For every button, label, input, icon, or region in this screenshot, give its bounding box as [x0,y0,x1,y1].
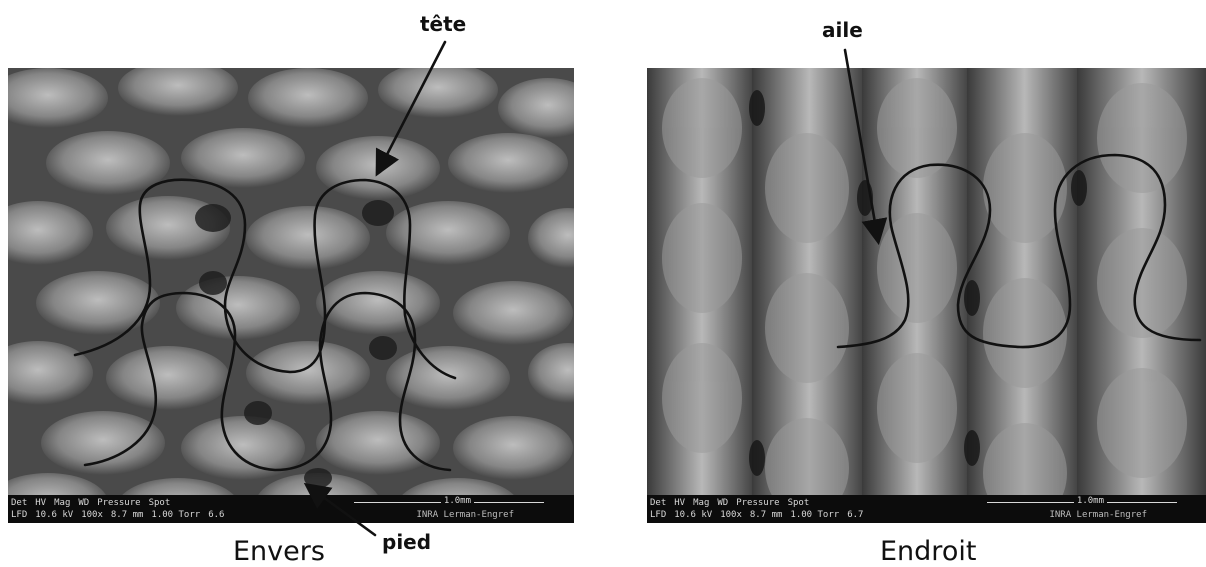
sem-info-bar-envers: Det HV Mag WD Pressure Spot LFD 10.6 kV … [8,495,574,523]
sem-header-spot: Spot [788,497,810,509]
label-pied: pied [382,530,431,554]
image-credit: INRA Lerman-Engref [416,509,514,521]
sem-info-bar-endroit: Det HV Mag WD Pressure Spot LFD 10.6 kV … [647,495,1206,523]
sem-image-endroit: Det HV Mag WD Pressure Spot LFD 10.6 kV … [647,68,1206,523]
caption-envers: Envers [233,536,325,567]
image-credit: INRA Lerman-Engref [1049,509,1147,521]
sem-header-wd: WD [78,497,89,509]
sem-value-pressure: 1.00 Torr [790,509,839,521]
sem-header-hv: HV [35,497,46,509]
sem-value-wd: 8.7 mm [750,509,783,521]
sem-value-det: LFD [650,509,666,521]
sem-header-mag: Mag [54,497,70,509]
sem-header-pressure: Pressure [736,497,779,509]
label-tete: tête [420,12,466,36]
sem-value-hv: 10.6 kV [35,509,73,521]
sem-header-pressure: Pressure [97,497,140,509]
sem-header-spot: Spot [149,497,171,509]
sem-value-hv: 10.6 kV [674,509,712,521]
scale-label: 1.0mm [1074,495,1107,507]
sem-value-det: LFD [11,509,27,521]
fabric-texture-endroit [647,68,1206,523]
sem-header-hv: HV [674,497,685,509]
sem-value-spot: 6.6 [208,509,224,521]
sem-value-mag: 100x [81,509,103,521]
sem-value-wd: 8.7 mm [111,509,144,521]
sem-image-envers: Det HV Mag WD Pressure Spot LFD 10.6 kV … [8,68,574,523]
sem-header-mag: Mag [693,497,709,509]
sem-value-mag: 100x [720,509,742,521]
sem-header-wd: WD [717,497,728,509]
sem-value-pressure: 1.00 Torr [151,509,200,521]
sem-header-det: Det [11,497,27,509]
fabric-texture-envers [8,68,574,523]
scale-label: 1.0mm [441,495,474,507]
caption-endroit: Endroit [880,536,976,567]
sem-header-det: Det [650,497,666,509]
sem-value-spot: 6.7 [847,509,863,521]
label-aile: aile [822,18,863,42]
